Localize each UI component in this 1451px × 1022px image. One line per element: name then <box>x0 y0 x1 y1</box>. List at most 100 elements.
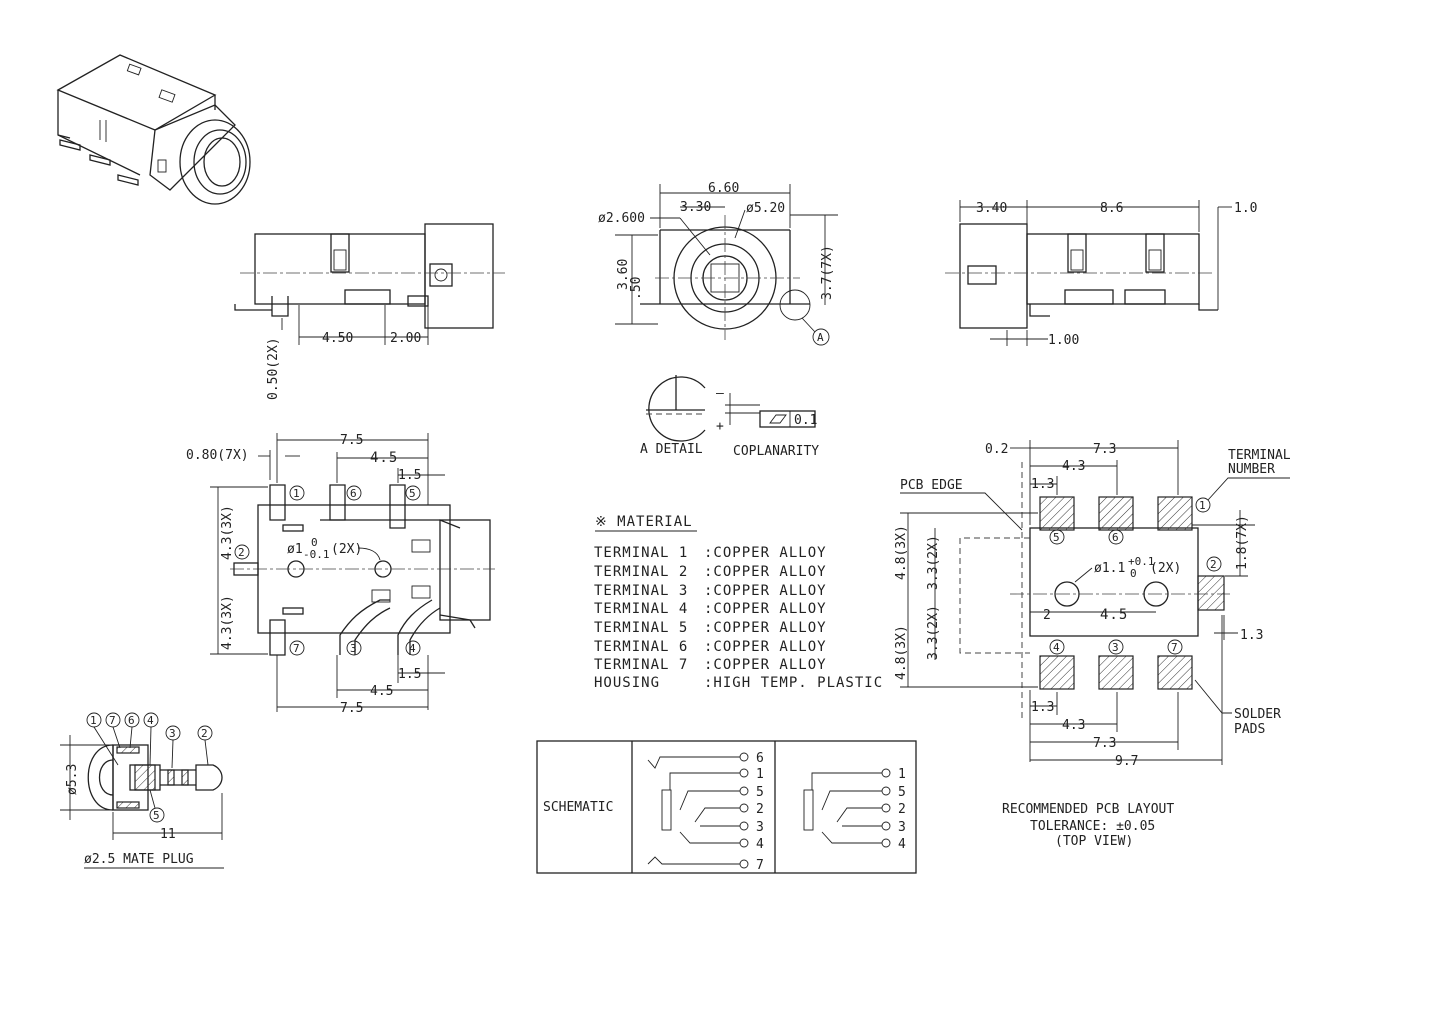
isometric-view <box>56 54 251 205</box>
dim-hole-sup: 0 <box>311 536 318 549</box>
solder-pads-label-2: PADS <box>1234 722 1265 737</box>
pcb-caption-2: TOLERANCE: ±0.05 <box>1030 819 1155 834</box>
plug-label-3: 3 <box>169 727 176 740</box>
pcb-terminal-7: 7 <box>1171 641 1178 654</box>
dim-1-3-bot: 1.3 <box>1031 700 1054 715</box>
mate-plug: ø5.3 11 1 7 6 4 3 2 5 ø2.5 MATE PLUG <box>60 712 224 869</box>
terminal-number-label-2: NUMBER <box>1228 462 1275 477</box>
detail-a: – + 0.1 A DETAIL COPLANARITY <box>640 375 819 459</box>
dim-hole-sub: -0.1 <box>303 548 330 561</box>
schematic-left-pin-4: 4 <box>756 837 764 852</box>
schematic-right-pin-5: 5 <box>898 785 906 800</box>
pcb-hole-suffix: (2X) <box>1150 561 1181 576</box>
dim-7-3-top: 7.3 <box>1093 442 1116 457</box>
dim-3-30: 3.30 <box>680 200 711 215</box>
callout-a: A <box>817 331 824 344</box>
dim-1-0: 1.0 <box>1234 201 1257 216</box>
material-value-1: :COPPER ALLOY <box>704 545 827 561</box>
pcb-hole-prefix: ø1.1 <box>1094 561 1125 576</box>
dim-4-5-bot: 4.5 <box>370 684 393 699</box>
dim-8-6: 8.6 <box>1100 201 1123 216</box>
pcb-terminal-4: 4 <box>1053 641 1060 654</box>
dim-1-3-right: 1.3 <box>1240 628 1263 643</box>
dim-4-50: 4.50 <box>322 331 353 346</box>
material-value-6: :COPPER ALLOY <box>704 639 827 655</box>
coplanarity-value: 0.1 <box>794 413 817 428</box>
dim-3-3-upper: 3.3(2X) <box>926 535 941 590</box>
dim-3-3-lower: 3.3(2X) <box>926 605 941 660</box>
dim-4-3-upper: 4.3(3X) <box>220 505 235 560</box>
pcb-terminal-1: 1 <box>1199 499 1206 512</box>
top-terminal-7: 7 <box>293 642 300 655</box>
pcb-caption-3: (TOP VIEW) <box>1055 834 1133 849</box>
pcb-terminal-2: 2 <box>1210 558 1217 571</box>
top-terminal-5: 5 <box>409 487 416 500</box>
dim-4-5-top: 4.5 <box>370 450 398 466</box>
pcb-caption-1: RECOMMENDED PCB LAYOUT <box>1002 802 1174 817</box>
dim-3-60: 3.60 <box>616 259 631 290</box>
schematic-right-pin-4: 4 <box>898 837 906 852</box>
material-value-3: :COPPER ALLOY <box>704 583 827 599</box>
terminal-number-label-1: TERMINAL <box>1228 448 1291 463</box>
plug-label-2: 2 <box>201 727 208 740</box>
dim-7-5-bot: 7.5 <box>340 701 363 716</box>
coplanarity-label: COPLANARITY <box>733 444 819 459</box>
material-value-7: :COPPER ALLOY <box>704 657 827 673</box>
schematic-right-pin-1: 1 <box>898 767 906 782</box>
dim-7-3-bot: 7.3 <box>1093 736 1116 751</box>
schematic-right-pin-3: 3 <box>898 820 906 835</box>
dim-050: .50 <box>629 277 644 300</box>
dim-1-5-bot: 1.5 <box>398 667 421 682</box>
schematic-left-pin-6: 6 <box>756 751 764 766</box>
dim-4-3-bot: 4.3 <box>1062 718 1085 733</box>
pcb-hole-sub: 0 <box>1130 567 1137 580</box>
top-terminal-3: 3 <box>350 642 357 655</box>
dim-7-5-top: 7.5 <box>340 433 363 448</box>
dim-hole-suffix: (2X) <box>331 542 362 557</box>
dim-1-00: 1.00 <box>1048 333 1079 348</box>
schematic-left-pin-3: 3 <box>756 820 764 835</box>
dim-1-3-top: 1.3 <box>1031 477 1054 492</box>
top-terminal-1: 1 <box>293 487 300 500</box>
material-part-7: TERMINAL 7 <box>594 657 688 673</box>
material-part-1: TERMINAL 1 <box>594 545 688 561</box>
top-view: 1 6 5 2 7 3 4 7.5 4.5 1.5 0.80(7X) 4.3(3… <box>186 433 495 716</box>
front-view: A 6.60 3.30 ø2.600 ø5.20 3.60 .50 3.7(7X… <box>598 181 838 346</box>
dim-4-3-lower: 4.3(3X) <box>220 595 235 650</box>
pcb-terminal-3: 3 <box>1112 641 1119 654</box>
side-view-right: 3.40 8.6 1.0 1.00 <box>945 200 1257 348</box>
dim-1-5-top: 1.5 <box>398 468 421 483</box>
plug-dim-11: 11 <box>160 827 176 842</box>
material-value-2: :COPPER ALLOY <box>704 564 827 580</box>
schematic-left-pin-7: 7 <box>756 858 764 873</box>
plus-sign: + <box>716 419 724 434</box>
material-part-3: TERMINAL 3 <box>594 583 688 599</box>
minus-sign: – <box>716 386 724 401</box>
schematic-title: SCHEMATIC <box>543 800 613 815</box>
top-terminal-6: 6 <box>350 487 357 500</box>
plug-label-1: 1 <box>90 714 97 727</box>
material-part-housing: HOUSING <box>594 675 660 691</box>
dim-2: 2 <box>1043 608 1051 623</box>
dim-2-00: 2.00 <box>390 331 421 346</box>
material-part-5: TERMINAL 5 <box>594 620 688 636</box>
schematic-left-pin-1: 1 <box>756 767 764 782</box>
dim-6-60: 6.60 <box>708 181 739 196</box>
material-part-2: TERMINAL 2 <box>594 564 688 580</box>
plug-dia-5-3: ø5.3 <box>65 764 80 795</box>
plug-label-6: 6 <box>128 714 135 727</box>
schematic-left-pin-2: 2 <box>756 802 764 817</box>
pcb-terminal-5: 5 <box>1053 531 1060 544</box>
dim-0-80: 0.80(7X) <box>186 448 249 463</box>
schematic-right-pin-2: 2 <box>898 802 906 817</box>
pcb-edge-label: PCB EDGE <box>900 478 963 493</box>
dim-dia-2600: ø2.600 <box>598 211 645 226</box>
top-terminal-2: 2 <box>238 546 245 559</box>
dim-3-7: 3.7(7X) <box>820 245 835 300</box>
top-terminal-4: 4 <box>409 642 416 655</box>
dim-1-8: 1.8(7X) <box>1235 515 1250 570</box>
dim-hole-prefix: ø1 <box>287 542 303 557</box>
dim-dia-520: ø5.20 <box>746 201 785 216</box>
plug-label-7: 7 <box>109 714 116 727</box>
